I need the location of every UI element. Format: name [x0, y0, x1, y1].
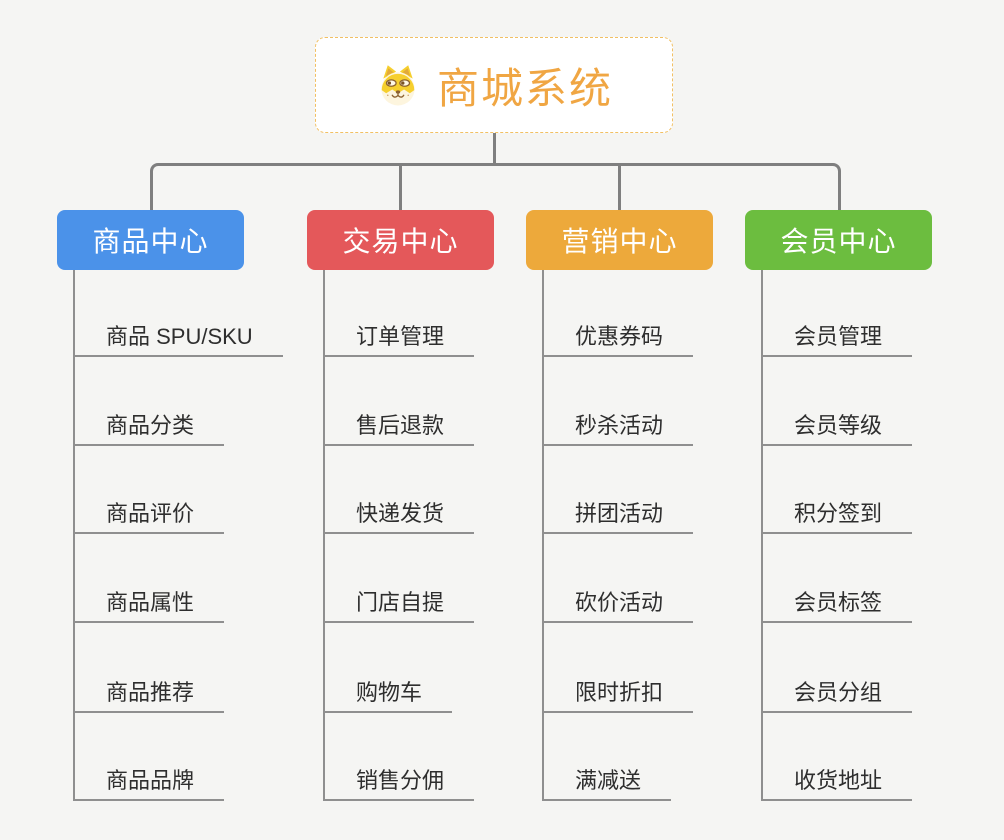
branch-trade-center: 交易中心 订单管理 售后退款 快递发货 门店自提 购物车 销售分佣 [307, 210, 567, 801]
branch-marketing-center: 营销中心 优惠券码 秒杀活动 拼团活动 砍价活动 限时折扣 满减送 [526, 210, 786, 801]
leaf-node[interactable]: 商品 SPU/SKU [73, 321, 283, 357]
leaf-node[interactable]: 积分签到 [761, 498, 913, 534]
leaf-node[interactable]: 门店自提 [323, 587, 475, 623]
leaf-node[interactable]: 满减送 [542, 765, 672, 801]
leaf-node[interactable]: 销售分佣 [323, 765, 475, 801]
branch-trunk-line [323, 270, 325, 801]
leaf-node[interactable]: 拼团活动 [542, 498, 694, 534]
leaf-node[interactable]: 购物车 [323, 677, 453, 713]
leaf-node[interactable]: 收货地址 [761, 765, 913, 801]
connector-root-stem [493, 133, 496, 164]
leaf-node[interactable]: 秒杀活动 [542, 410, 694, 446]
connector-left-corner [150, 163, 495, 210]
leaf-node[interactable]: 商品推荐 [73, 677, 225, 713]
leaf-node[interactable]: 商品属性 [73, 587, 225, 623]
connector-right-corner [495, 163, 841, 210]
branch-node-product-center[interactable]: 商品中心 [57, 210, 244, 270]
branch-trunk-line [542, 270, 544, 801]
leaf-node[interactable]: 订单管理 [323, 321, 475, 357]
branch-node-marketing-center[interactable]: 营销中心 [526, 210, 713, 270]
leaf-node[interactable]: 优惠券码 [542, 321, 694, 357]
leaf-node[interactable]: 会员等级 [761, 410, 913, 446]
leaf-node[interactable]: 商品分类 [73, 410, 225, 446]
leaf-node[interactable]: 会员标签 [761, 587, 913, 623]
branch-node-member-center[interactable]: 会员中心 [745, 210, 932, 270]
leaf-node[interactable]: 会员管理 [761, 321, 913, 357]
branch-trunk-line [761, 270, 763, 801]
leaf-node[interactable]: 售后退款 [323, 410, 475, 446]
leaf-node[interactable]: 砍价活动 [542, 587, 694, 623]
leaf-node[interactable]: 商品品牌 [73, 765, 225, 801]
leaf-node[interactable]: 商品评价 [73, 498, 225, 534]
leaf-node[interactable]: 快递发货 [323, 498, 475, 534]
root-title: 商城系统 [436, 64, 613, 112]
branch-node-trade-center[interactable]: 交易中心 [307, 210, 494, 270]
root-node-mall-system[interactable]: 商城系统 [315, 37, 673, 133]
leaf-node[interactable]: 会员分组 [761, 677, 913, 713]
branch-product-center: 商品中心 商品 SPU/SKU 商品分类 商品评价 商品属性 商品推荐 商品品牌 [57, 210, 317, 801]
connector-drop-marketing [618, 164, 621, 210]
doge-icon [381, 65, 415, 106]
connector-drop-trade [399, 164, 402, 210]
branch-member-center: 会员中心 会员管理 会员等级 积分签到 会员标签 会员分组 收货地址 [745, 210, 1004, 801]
leaf-node[interactable]: 限时折扣 [542, 677, 694, 713]
branch-trunk-line [73, 270, 75, 801]
